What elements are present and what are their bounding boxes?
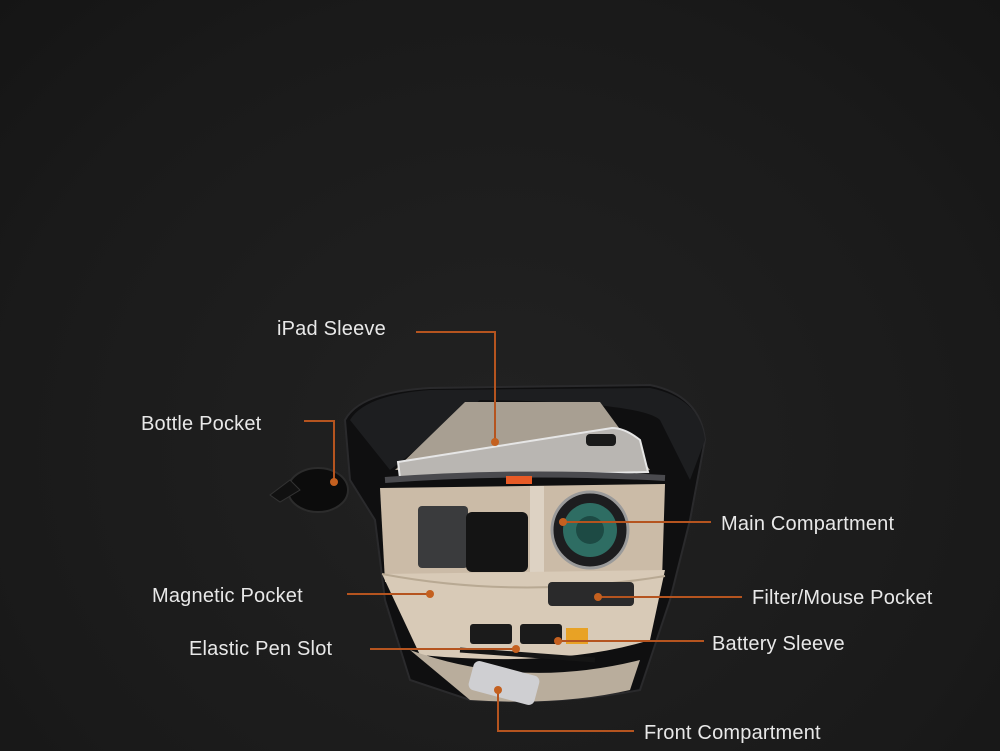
battery-2 bbox=[520, 624, 562, 644]
label-bottle-pocket: Bottle Pocket bbox=[141, 413, 262, 435]
filter-case bbox=[548, 582, 634, 606]
callout-lines bbox=[304, 331, 742, 732]
callout-line-ipad-sleeve bbox=[416, 331, 496, 442]
callout-line-front-compartment bbox=[497, 690, 634, 732]
divider bbox=[530, 486, 544, 576]
bag-flap bbox=[350, 388, 705, 480]
callout-dots bbox=[330, 438, 602, 694]
label-magnetic-pocket: Magnetic Pocket bbox=[152, 585, 303, 607]
battery-1 bbox=[470, 624, 512, 644]
label-elastic-pen-slot: Elastic Pen Slot bbox=[189, 638, 333, 660]
ipad bbox=[396, 426, 650, 480]
ipad-camera bbox=[586, 434, 616, 446]
label-front-compartment: Front Compartment bbox=[644, 722, 821, 744]
camera-body bbox=[418, 506, 468, 568]
callout-line-bottle-pocket bbox=[304, 420, 335, 482]
camera-lens bbox=[466, 512, 528, 572]
zipper-pull bbox=[506, 476, 532, 484]
label-battery-sleeve: Battery Sleeve bbox=[712, 633, 845, 655]
pen bbox=[459, 647, 596, 663]
label-ipad-sleeve: iPad Sleeve bbox=[277, 318, 386, 340]
label-filter-mouse-pocket: Filter/Mouse Pocket bbox=[752, 587, 933, 609]
label-main-compartment: Main Compartment bbox=[721, 513, 895, 535]
phone bbox=[468, 661, 540, 705]
zipper bbox=[384, 471, 666, 483]
